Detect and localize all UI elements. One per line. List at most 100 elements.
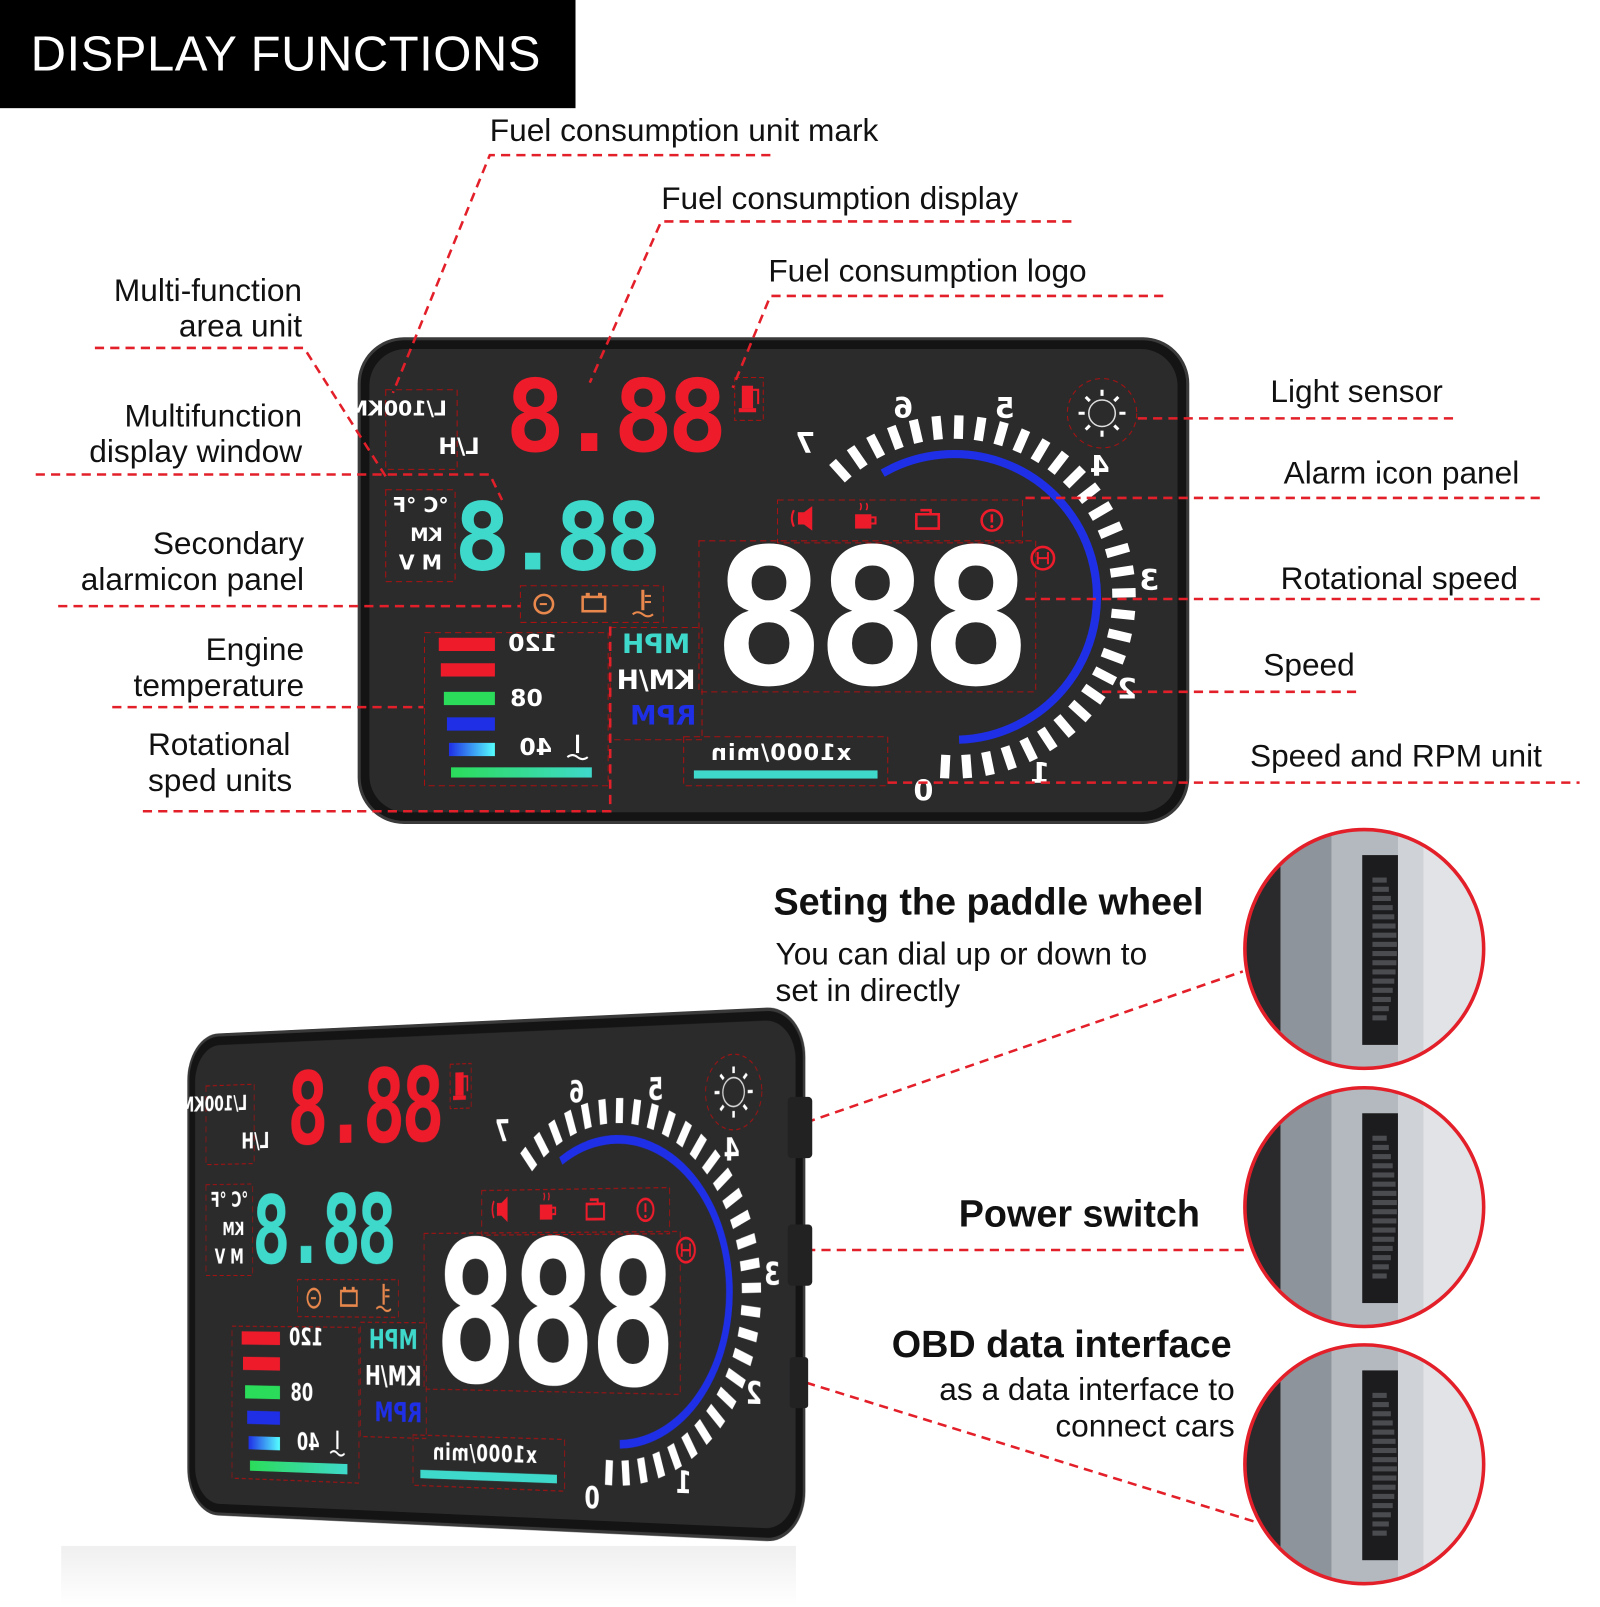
- rpm-scale-label: 3: [764, 1257, 780, 1293]
- label-line: Rotational: [148, 727, 290, 763]
- obd-interface-title: OBD data interface: [892, 1327, 1232, 1363]
- hud-display-angled-svg: L/100KM L/H 8.88 °C °F KM M V 8.88: [187, 1005, 809, 1546]
- rpm-tick: [650, 1104, 655, 1128]
- rpm-tick: [1108, 633, 1131, 638]
- rpm-unit: x1000/min: [432, 1438, 537, 1469]
- temp-label-80: 80: [510, 684, 543, 712]
- rpm-tick: [738, 1331, 757, 1337]
- page-title: DISPLAY FUNCTIONS: [31, 27, 541, 83]
- rpm-tick: [1112, 593, 1135, 594]
- rpm-scale-label: 1: [676, 1465, 692, 1501]
- rpm-tick: [608, 1460, 609, 1485]
- rpm-tick: [602, 1099, 604, 1124]
- rpm-scale-label: 3: [1139, 563, 1159, 597]
- rpm-scale-label: 5: [648, 1072, 664, 1108]
- rpm-tick: [966, 755, 968, 778]
- rpm-scale-label: 0: [584, 1481, 599, 1517]
- label-fuel-logo: Fuel consumption logo: [768, 253, 1086, 289]
- unit-rpm: RPM: [630, 700, 696, 731]
- rpm-scale-label: 2: [746, 1376, 762, 1413]
- label-line: area unit: [179, 308, 302, 344]
- fuel-unit-l100km: L/100KM: [357, 396, 447, 420]
- rpm-scale-label: 6: [569, 1075, 584, 1111]
- temp-label-120: 120: [508, 629, 557, 657]
- desc-line: connect cars: [1055, 1408, 1234, 1444]
- unit-temperature: °C °F: [210, 1187, 248, 1212]
- power-switch-title: Power switch: [959, 1196, 1200, 1232]
- label-line: Secondary: [153, 526, 304, 562]
- label-line: alarmicon panel: [81, 561, 304, 597]
- unit-rpm: RPM: [375, 1396, 423, 1429]
- unit-temperature: °C °F: [392, 493, 448, 517]
- label-line: sped units: [148, 762, 292, 798]
- paddle-wheel-title: Seting the paddle wheel: [773, 884, 1203, 920]
- rpm-tick: [1106, 547, 1129, 553]
- label-speed-rpm-unit: Speed and RPM unit: [1250, 738, 1542, 774]
- label-alarm-icon-panel: Alarm icon panel: [1284, 455, 1520, 491]
- temp-bar: [249, 1436, 280, 1450]
- label-speed: Speed: [1263, 647, 1354, 683]
- rpm-tick: [986, 752, 991, 775]
- fuel-value: 8.88: [287, 1046, 441, 1169]
- rpm-tick: [958, 415, 959, 438]
- hud-display-front: L/100KM L/H 8.88 °C °F KM M V 8.88: [357, 337, 1194, 827]
- rpm-scale-label: 1: [1030, 756, 1050, 790]
- unit-mv: M V: [399, 550, 442, 574]
- temp-label-40: 40: [519, 733, 552, 761]
- temp-bar: [245, 1385, 280, 1399]
- title-banner: DISPLAY FUNCTIONS: [0, 0, 576, 108]
- rpm-tick: [936, 416, 938, 439]
- rpm-scale-label: 0: [913, 774, 933, 808]
- rpm-tick: [978, 417, 982, 440]
- unit-mv: M V: [215, 1244, 244, 1268]
- unit-mph: MPH: [622, 629, 690, 660]
- desc-line: set in directly: [776, 972, 961, 1008]
- power-switch-closeup: [1245, 1085, 1495, 1330]
- rpm-tick: [584, 1104, 588, 1128]
- rpm-unit: x1000/min: [710, 740, 851, 766]
- temp-label-120: 120: [289, 1325, 323, 1352]
- hud-reflection: [61, 1546, 796, 1607]
- paddle-wheel-closeup: [1245, 827, 1495, 1072]
- rpm-tick: [741, 1310, 760, 1313]
- label-line: temperature: [134, 667, 305, 703]
- label-line: display window: [89, 434, 302, 470]
- temp-bar: [444, 692, 495, 705]
- temp-bar: [242, 1331, 280, 1345]
- label-line: Engine: [206, 632, 305, 668]
- label-line: Multi-function: [114, 272, 302, 308]
- label-line: Multifunction: [124, 398, 302, 434]
- multi-value: 8.88: [252, 1173, 393, 1286]
- rpm-tick: [742, 1288, 761, 1289]
- temp-bar: [243, 1357, 280, 1371]
- rpm-tick: [635, 1100, 638, 1125]
- rpm-tick: [740, 1262, 759, 1266]
- multi-value: 8.88: [454, 483, 656, 592]
- rpm-scale-label: 7: [495, 1114, 510, 1149]
- rpm-scale-label: 5: [995, 391, 1015, 425]
- fuel-value: 8.88: [505, 358, 721, 475]
- label-fuel-display: Fuel consumption display: [661, 181, 1018, 217]
- fuel-unit-l100km: L/100KM: [187, 1091, 247, 1118]
- desc-line: You can dial up or down to: [776, 936, 1148, 972]
- temp-bar: [247, 1411, 280, 1425]
- unit-kmh: KM/H: [365, 1360, 422, 1393]
- temp-level-bar: [451, 767, 592, 777]
- label-fuel-unit-mark: Fuel consumption unit mark: [490, 112, 879, 148]
- temp-label-40: 40: [297, 1430, 320, 1458]
- label-light-sensor: Light sensor: [1270, 373, 1442, 409]
- rpm-scale-label: 6: [893, 391, 913, 425]
- temp-label-80: 80: [290, 1380, 313, 1407]
- fuel-unit-lh: L/H: [438, 434, 479, 460]
- rpm-tick: [641, 1458, 645, 1483]
- rpm-tick: [737, 1238, 755, 1245]
- rpm-tick: [1111, 613, 1134, 615]
- temp-bar: [449, 743, 495, 756]
